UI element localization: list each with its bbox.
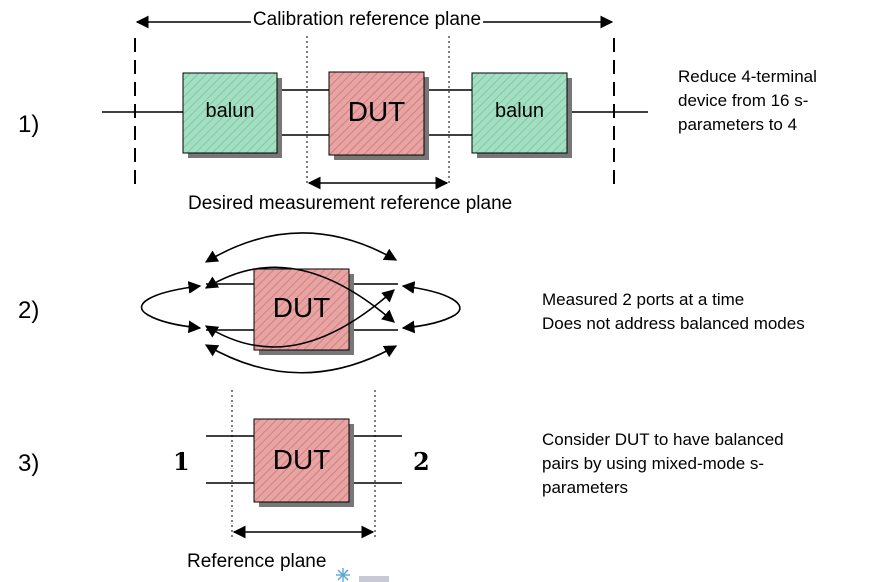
port-1-label: 1 (173, 447, 190, 476)
balun-left-box (182, 72, 278, 154)
dut-label-1: DUT (347, 96, 406, 127)
loop-right (401, 281, 461, 334)
note-3: Consider DUT to have balanced pairs by u… (542, 428, 784, 500)
note-2: Measured 2 ports at a time Does not addr… (542, 288, 805, 336)
step-2-label: 2) (18, 297, 40, 324)
step-3-label: 3) (18, 450, 40, 477)
reference-plane-label: Reference plane (187, 551, 327, 572)
section-2 (140, 232, 461, 374)
balun-right-label: balun (495, 100, 544, 122)
note-1: Reduce 4-terminal device from 16 s- para… (678, 65, 817, 137)
note-3-line: Consider DUT to have balanced (542, 430, 784, 449)
note-3-line: pairs by using mixed-mode s- (542, 454, 765, 473)
dut-box-1 (328, 71, 425, 156)
desired-plane-label: Desired measurement reference plane (188, 193, 513, 214)
arc-top (204, 232, 398, 263)
note-2-line: Measured 2 ports at a time (542, 290, 745, 309)
note-1-line: parameters to 4 (678, 115, 798, 134)
port-2-label: 2 (413, 447, 430, 476)
cross-curve-2 (204, 289, 395, 348)
loop-left (140, 281, 202, 334)
note-1-line: device from 16 s- (678, 91, 809, 110)
section-3 (206, 390, 402, 539)
dut-label-2: DUT (272, 292, 331, 323)
note-3-line: parameters (542, 478, 628, 497)
balun-left-label: balun (205, 100, 255, 122)
step-1-label: 1) (18, 111, 40, 138)
dut-box-3 (253, 418, 350, 503)
balun-right-box (471, 72, 568, 154)
section-1 (102, 15, 648, 190)
dut-label-3: DUT (272, 444, 331, 475)
calibration-plane-label: Calibration reference plane (250, 9, 484, 30)
note-1-line: Reduce 4-terminal (678, 67, 817, 86)
note-2-line: Does not address balanced modes (542, 314, 805, 333)
company-logo-icon (336, 568, 389, 582)
arc-bottom (204, 344, 398, 374)
